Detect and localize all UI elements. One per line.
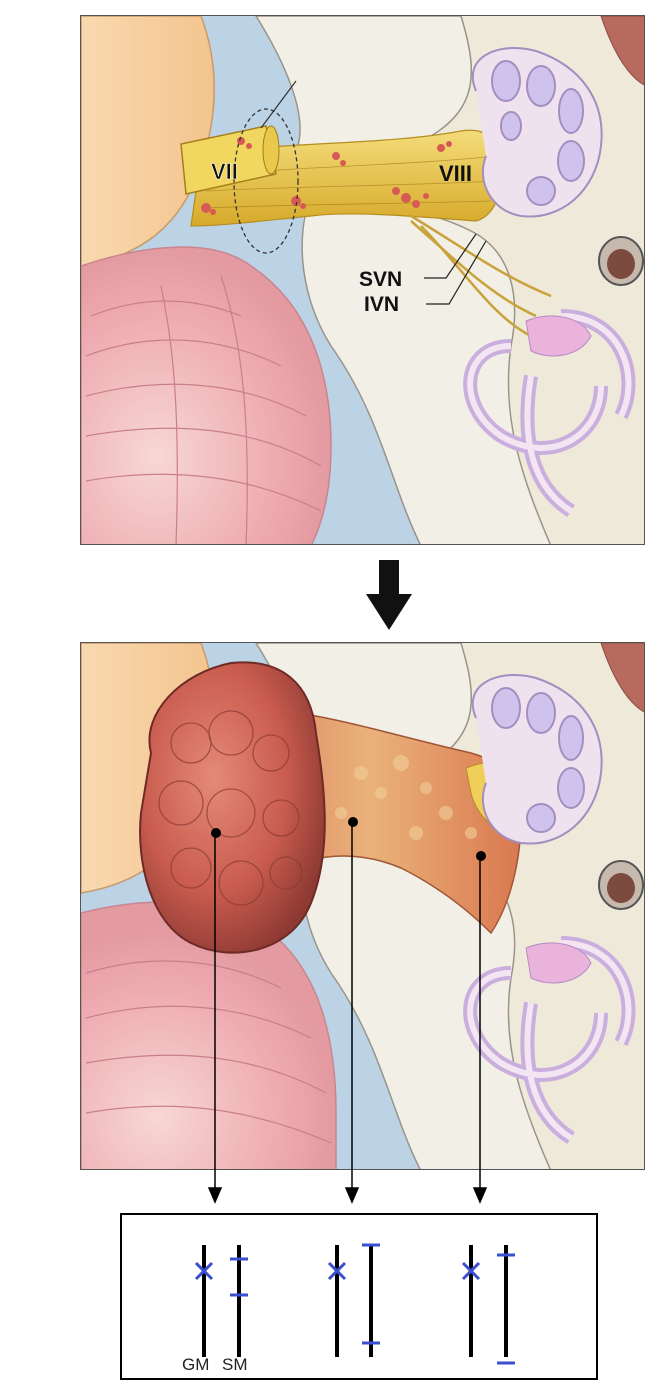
label-viii: VIII [439,161,472,186]
lane-label-gm: GM [182,1355,209,1375]
tumor-illustration [81,643,645,1170]
normal-anatomy-illustration: VII VIII SVN IVN [81,16,645,545]
lane-lines [204,1245,506,1357]
tumor-cpa-mass [140,662,325,952]
label-ivn: IVN [364,293,399,316]
normal-anatomy-panel: VII VIII SVN IVN [80,15,645,545]
lane-label-sm: SM [222,1355,248,1375]
label-vii: VII [211,159,238,184]
transition-arrow [366,560,412,630]
molecular-result-panel: GM SM [120,1213,598,1380]
sample-point-2 [348,817,358,827]
sample-point-1 [211,828,221,838]
marker-bands [196,1245,515,1363]
sample-point-3 [476,851,486,861]
label-svn: SVN [359,268,402,291]
tumor-anatomy-panel [80,642,645,1170]
